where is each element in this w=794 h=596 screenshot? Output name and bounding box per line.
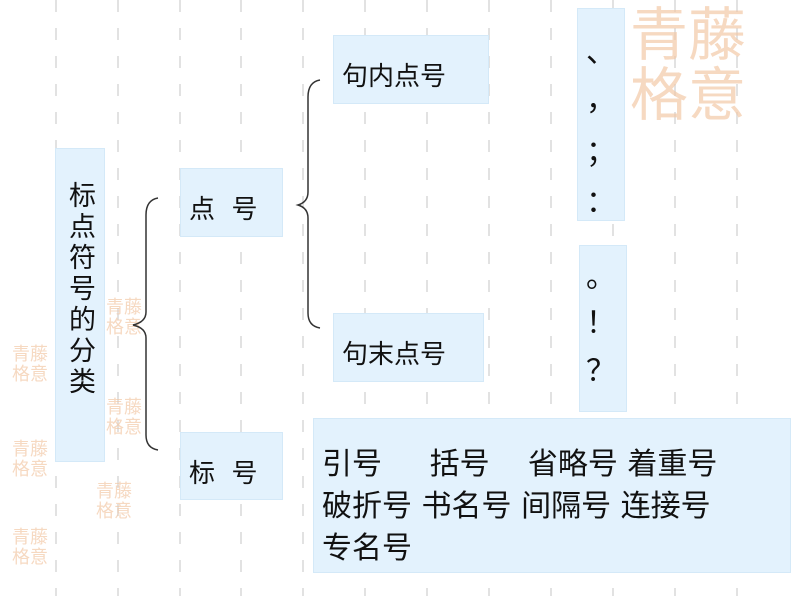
node-junei-label: 句内点号 — [342, 62, 447, 92]
node-jumo: 句末点号 — [333, 313, 484, 382]
dashed-rule — [240, 0, 242, 596]
biaohao-line: 破折号 书名号 间隔号 连接号 — [322, 489, 711, 524]
junei-marks: 、 ， ； ： — [577, 8, 625, 221]
node-dianhao-label: 点 号 — [189, 195, 258, 225]
brace-dianhao — [295, 79, 321, 329]
mark: ！ — [586, 306, 616, 341]
node-dianhao: 点 号 — [180, 168, 283, 237]
node-jumo-label: 句末点号 — [342, 340, 447, 370]
seal-logo: 青藤格意 — [12, 344, 48, 385]
mark: 。 — [586, 260, 616, 295]
dashed-rule — [550, 0, 552, 596]
seal-logo: 青藤格意 — [106, 397, 142, 438]
node-biaohao: 标 号 — [180, 432, 283, 500]
dashed-rule — [364, 0, 366, 596]
seal-logo: 青藤格意 — [12, 439, 48, 480]
jumo-marks: 。 ！ ？ — [579, 245, 627, 412]
mark: ， — [586, 83, 616, 118]
dashed-rule — [674, 0, 676, 596]
seal-logo: 青藤格意 — [630, 1, 747, 129]
mark: ？ — [586, 354, 616, 389]
seal-logo: 青藤格意 — [106, 297, 142, 338]
biaohao-line: 引号 括号 省略号 着重号 — [322, 447, 718, 482]
dashed-rule — [736, 0, 738, 596]
dashed-rule — [488, 0, 490, 596]
mark: ： — [586, 185, 616, 220]
root-node: 标点符号的分类 — [55, 148, 105, 462]
mark: ； — [586, 135, 616, 170]
mark: 、 — [586, 35, 616, 70]
dashed-rule — [179, 0, 181, 596]
node-biaohao-label: 标 号 — [189, 459, 258, 489]
root-title: 标点符号的分类 — [64, 181, 95, 398]
dashed-rule — [117, 0, 119, 596]
dashed-rule — [302, 0, 304, 596]
seal-logo: 青藤格意 — [96, 481, 132, 522]
brace-main — [132, 197, 159, 451]
biaohao-line: 专名号 — [322, 531, 412, 566]
node-junei: 句内点号 — [333, 35, 489, 104]
dashed-rule — [426, 0, 428, 596]
biaohao-list: 引号 括号 省略号 着重号 破折号 书名号 间隔号 连接号 专名号 — [313, 418, 791, 573]
seal-logo: 青藤格意 — [12, 527, 48, 568]
